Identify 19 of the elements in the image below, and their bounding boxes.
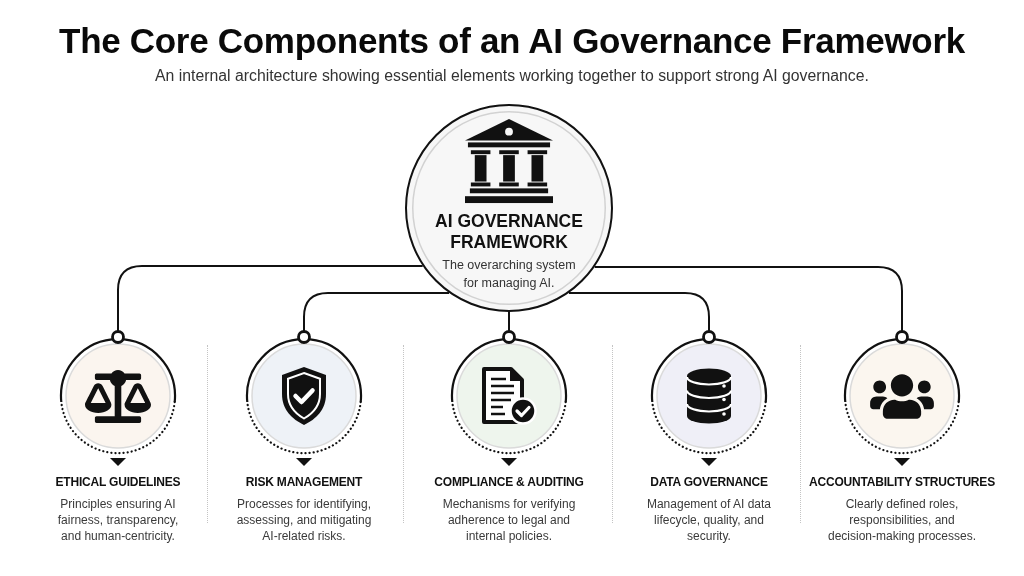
component-title: ACCOUNTABILITY STRUCTURES <box>809 475 995 490</box>
component-title: ETHICAL GUIDELINES <box>55 475 181 490</box>
component-description: Clearly defined roles, responsibilities, and decision-making processes. <box>826 496 978 544</box>
connector-line <box>593 266 909 344</box>
connector-line <box>502 311 516 344</box>
component-description: Principles ensuring AI fairness, transparency, and human-centricity. <box>56 496 180 544</box>
connector-line <box>297 292 451 344</box>
component-title: COMPLIANCE & AUDITING <box>434 475 584 490</box>
subtitle: An internal architecture showing essential elements working together to support strong AI governance. <box>154 66 870 85</box>
connector-line <box>567 292 716 344</box>
component-description: Mechanisms for verifying adherence to legal and internal policies. <box>441 496 577 544</box>
component-description: Management of AI data lifecycle, quality, and security. <box>645 496 773 544</box>
page-title: The Core Components of an AI Governance Framework <box>58 20 966 62</box>
component-title: DATA GOVERNANCE <box>650 475 768 490</box>
connector-line <box>111 265 424 344</box>
hub-title: AI GOVERNANCE FRAMEWORK <box>434 211 584 253</box>
component-description: Processes for identifying, assessing, and mitigating AI-related risks. <box>235 496 373 544</box>
component-title: RISK MANAGEMENT <box>245 475 363 490</box>
hub-description: The overarching system for managing AI. <box>441 257 577 292</box>
